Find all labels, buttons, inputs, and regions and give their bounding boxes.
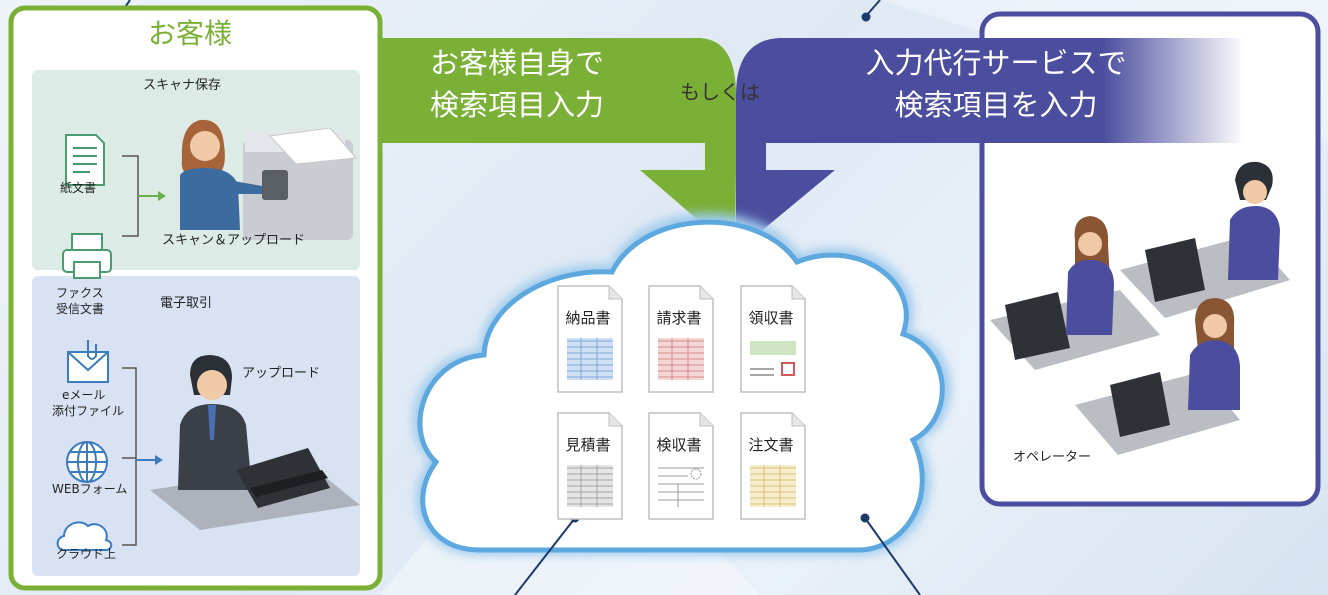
scan-section-title: スキャナ保存	[143, 78, 222, 93]
cloud-storage-label: クラウド上	[56, 547, 117, 561]
scan-upload-label: スキャン＆アップロード	[162, 233, 306, 248]
pointer-dot	[861, 12, 871, 22]
pointer-line	[514, 517, 576, 595]
self-input-text-line1: お客様自身で	[429, 46, 604, 80]
web-form-label: WEBフォーム	[52, 482, 128, 496]
businessman-illustration	[150, 355, 360, 530]
document-label: 領収書	[748, 309, 794, 327]
operator-label: オペレーター	[1013, 450, 1092, 465]
document-label: 注文書	[748, 436, 794, 454]
fax-label-line2: 受信文書	[56, 302, 105, 316]
arrow-icon	[155, 455, 163, 465]
upload-label: アップロード	[242, 366, 321, 381]
operators-illustration	[990, 161, 1290, 455]
pointer-dot	[860, 513, 870, 523]
cloud-document-card: 領収書	[740, 285, 806, 393]
cloud-document-card: 見積書	[557, 412, 623, 520]
arrow-icon	[158, 191, 166, 201]
cloud-document-card: 注文書	[740, 412, 806, 520]
document-label: 検収書	[656, 436, 702, 454]
paper-document-icon	[65, 134, 105, 186]
self-input-band	[380, 38, 736, 252]
customer-panel-title: お客様	[148, 17, 233, 50]
cloud-document-card: 請求書	[648, 285, 714, 393]
globe-icon	[66, 441, 108, 483]
fax-icon	[62, 233, 112, 279]
cloud-icon	[56, 521, 113, 551]
document-label: 見積書	[565, 436, 611, 454]
service-text-line1: 入力代行サービスで	[865, 46, 1127, 80]
or-label: もしくは	[680, 80, 760, 104]
service-band	[736, 38, 1245, 252]
cloud-document-card: 納品書	[557, 285, 623, 393]
paper-document-label: 紙文書	[60, 181, 97, 195]
flow-bracket	[122, 367, 137, 546]
scanning-person-illustration	[180, 119, 358, 240]
service-text-line2: 検索項目を入力	[894, 88, 1098, 122]
self-input-text-line2: 検索項目入力	[429, 88, 604, 122]
document-label: 納品書	[565, 309, 611, 327]
pointer-line	[864, 517, 921, 595]
cloud-document-card: 検収書	[648, 412, 714, 520]
email-label-line1: eメール	[62, 388, 106, 402]
fax-label-line1: ファクス	[56, 286, 104, 300]
document-label: 請求書	[656, 309, 702, 327]
email-attachment-icon	[67, 340, 109, 383]
ecommerce-section-title: 電子取引	[160, 296, 213, 311]
email-label-line2: 添付ファイル	[52, 404, 125, 418]
